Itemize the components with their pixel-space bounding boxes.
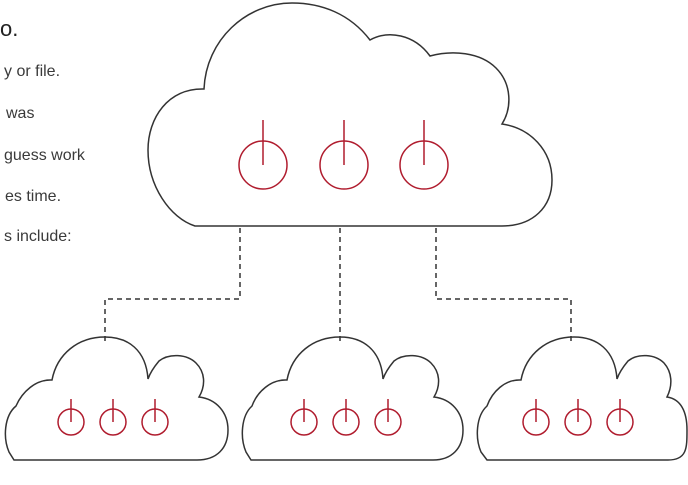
child-cloud-center-power-icon-1: [290, 399, 318, 436]
child-cloud-left-power-icon-1: [57, 399, 85, 436]
child-cloud-center-power-icon-2: [332, 399, 360, 436]
child-cloud-right-power-icon-1: [522, 399, 550, 436]
main-cloud-power-icon-3: [399, 120, 449, 190]
text-line-4: es time.: [5, 188, 62, 205]
heading-fragment: o.: [0, 16, 19, 41]
child-cloud-left-power-icon-2: [99, 399, 127, 436]
child-cloud-left: [4, 336, 229, 461]
child-cloud-right-power-icon-3: [606, 399, 634, 436]
connector-left: [104, 228, 241, 344]
child-cloud-right-power-icon-2: [564, 399, 592, 436]
text-line-5: s include:: [4, 228, 72, 245]
main-cloud-power-icon-1: [238, 120, 288, 190]
main-cloud: [147, 2, 553, 227]
main-cloud-power-icon-2: [319, 120, 369, 190]
child-cloud-right: [476, 336, 688, 461]
text-line-1: y or file.: [4, 63, 61, 80]
text-line-3: guess work: [4, 147, 85, 164]
child-cloud-center-power-icon-3: [374, 399, 402, 436]
child-cloud-center: [241, 336, 464, 461]
text-line-2: was: [6, 105, 35, 122]
cropped-text-block: o. y or file. was guess work es time. s …: [0, 0, 140, 260]
connector-right: [435, 228, 572, 344]
child-cloud-left-power-icon-3: [141, 399, 169, 436]
